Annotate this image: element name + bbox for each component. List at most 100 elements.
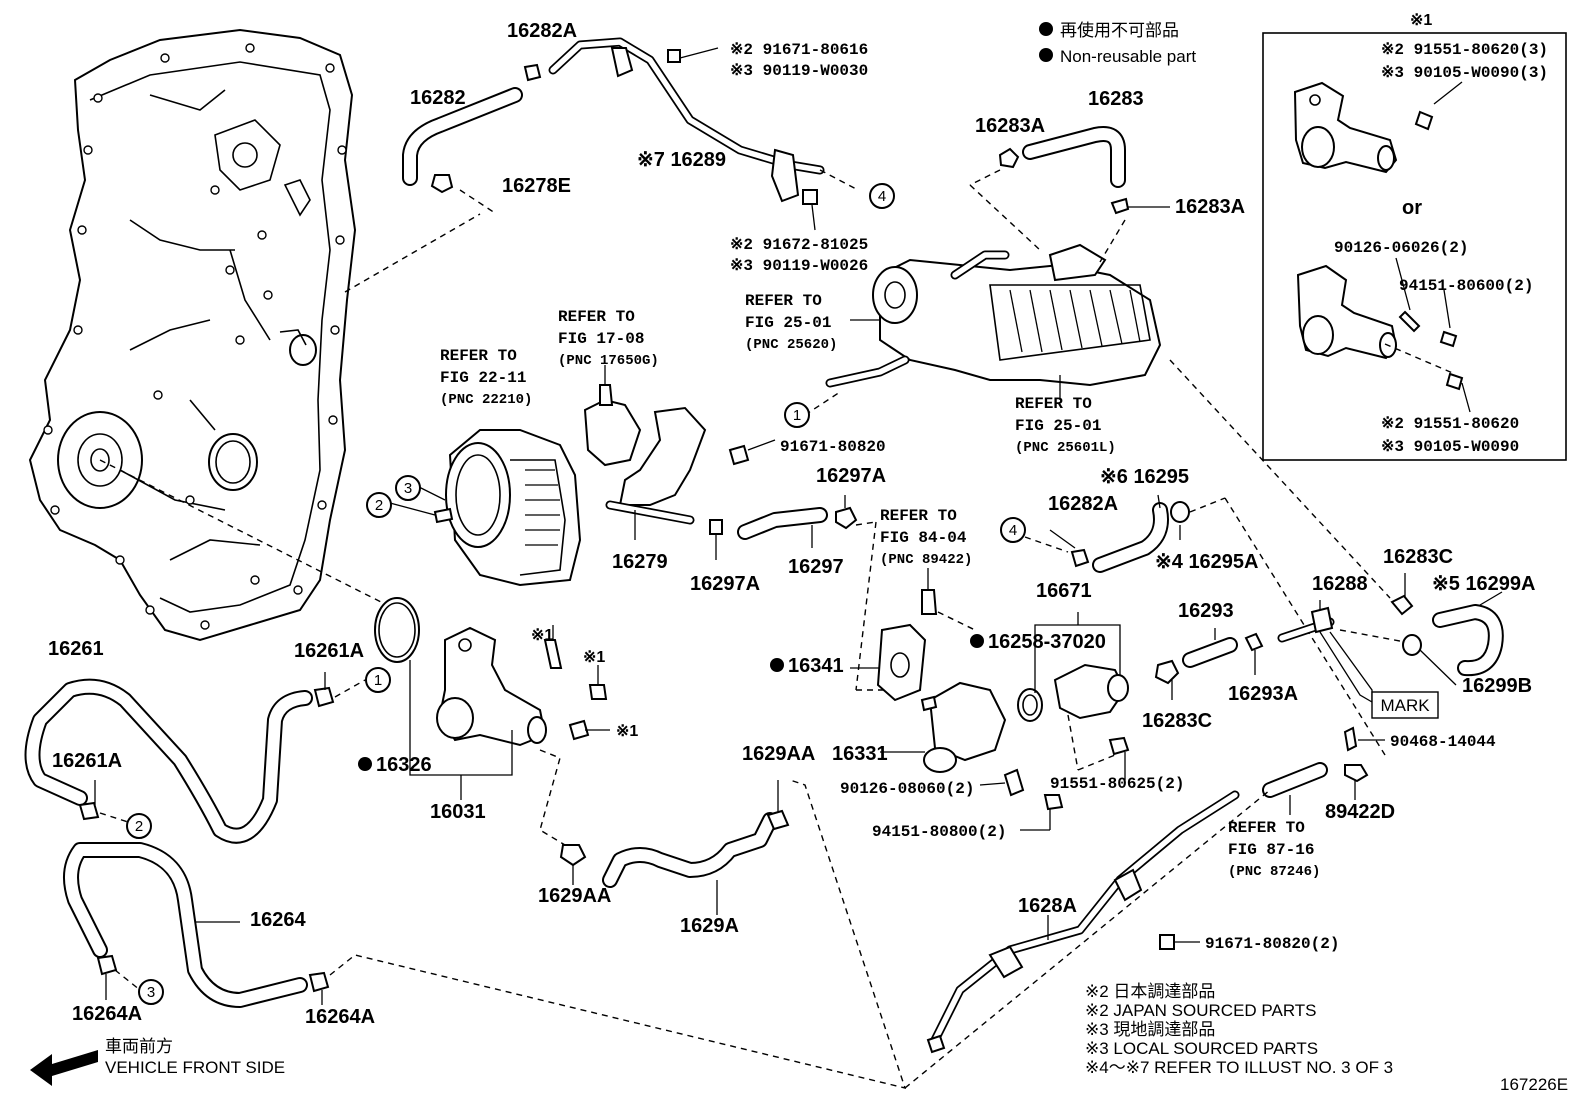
label-16282A: 16282A bbox=[1048, 493, 1118, 515]
label-16278E: 16278E bbox=[502, 175, 571, 197]
ref-87-16-l2: FIG 87-16 bbox=[1228, 841, 1314, 859]
egr-assembly bbox=[825, 243, 1162, 388]
label-16279: 16279 bbox=[612, 551, 668, 573]
clip-16282A bbox=[523, 63, 542, 82]
note-line: ※3 LOCAL SOURCED PARTS bbox=[1085, 1039, 1318, 1058]
inset-mid-bolt: 90126-06026(2) bbox=[1334, 239, 1468, 257]
o-ring-16258 bbox=[1017, 688, 1043, 722]
label-bolt-mid2: ※3 90119-W0026 bbox=[730, 257, 868, 275]
clip-90468-14044 bbox=[1343, 726, 1358, 752]
label-16261A: 16261A bbox=[294, 640, 364, 662]
clip-89422D bbox=[1344, 764, 1369, 783]
hose-16264 bbox=[63, 842, 308, 1008]
inset-bot-line1: ※2 91551-80620 bbox=[1381, 415, 1519, 433]
label-16295: ※6 16295 bbox=[1100, 466, 1189, 488]
circled-markers: 1 1 2 2 3 3 4 4 bbox=[126, 183, 1026, 1005]
inset-or: or bbox=[1402, 197, 1422, 219]
pipe-16288 bbox=[1277, 606, 1335, 643]
vacuum-sensor-17650G bbox=[583, 365, 642, 467]
figure-id: 167226E bbox=[1500, 1075, 1568, 1094]
label-16297A: 16297A bbox=[690, 573, 760, 595]
reference-labels: REFER TO FIG 17-08 (PNC 17650G) REFER TO… bbox=[440, 292, 1320, 880]
label-90468-14044: 90468-14044 bbox=[1390, 733, 1496, 751]
ref-25-01b-l2: FIG 25-01 bbox=[1015, 417, 1101, 435]
label-bolt-top1: ※2 91671-80616 bbox=[730, 41, 868, 59]
clamp-16295A bbox=[1170, 501, 1190, 523]
direction-jp: 車両前方 bbox=[105, 1037, 173, 1056]
hose-1629A bbox=[602, 812, 778, 888]
clip-16283A bbox=[998, 147, 1020, 169]
bolt-90126-08060 bbox=[1003, 768, 1025, 797]
clip-16264A bbox=[308, 971, 330, 993]
pipe-1628A bbox=[926, 790, 1240, 1054]
circle-3: 3 bbox=[147, 984, 155, 1001]
label-16326: 16326 bbox=[376, 754, 432, 776]
label-16264A: 16264A bbox=[305, 1006, 375, 1028]
clip-16261A bbox=[313, 686, 335, 708]
circle-2: 2 bbox=[135, 818, 143, 835]
label-1629AA: 1629AA bbox=[538, 885, 611, 907]
bolt-star1 bbox=[543, 639, 563, 669]
label-16288: 16288 bbox=[1312, 573, 1368, 595]
clamp-16299B bbox=[1402, 634, 1422, 656]
label-bolt-mid1: ※2 91672-81025 bbox=[730, 236, 868, 254]
clip-16264A bbox=[96, 954, 118, 976]
leader bbox=[99, 459, 384, 604]
thermostat-housing-16031 bbox=[436, 626, 547, 747]
throttle-body bbox=[433, 429, 582, 587]
label-16295A: ※4 16295A bbox=[1155, 551, 1259, 573]
water-outlet-16331 bbox=[920, 681, 1007, 773]
label-16264: 16264 bbox=[250, 909, 306, 931]
label-16282: 16282 bbox=[410, 87, 466, 109]
label-16031: 16031 bbox=[430, 801, 486, 823]
label-16282A: 16282A bbox=[507, 20, 577, 42]
non-reusable-dot-icon bbox=[358, 757, 372, 771]
footer-notes: ※2 日本調達部品 ※2 JAPAN SOURCED PARTS ※3 現地調達… bbox=[1085, 982, 1393, 1077]
bolt-star1 bbox=[568, 719, 590, 741]
bolt-91671-80616 bbox=[667, 49, 681, 63]
clip-16261A bbox=[78, 801, 100, 821]
label-16671: 16671 bbox=[1036, 580, 1092, 602]
bracket-16279 bbox=[605, 406, 707, 525]
clip-1629AA bbox=[766, 809, 790, 831]
circle-2: 2 bbox=[375, 497, 383, 514]
non-reusable-dot-icon bbox=[970, 634, 984, 648]
label-16331: 16331 bbox=[832, 743, 888, 765]
label-1628A: 1628A bbox=[1018, 895, 1077, 917]
inset-top-line1: ※2 91551-80620(3) bbox=[1381, 41, 1548, 59]
clip-16297A bbox=[835, 506, 858, 530]
label-16283A: 16283A bbox=[1175, 196, 1245, 218]
vehicle-front-indicator: 車両前方 VEHICLE FRONT SIDE bbox=[30, 1037, 285, 1086]
label-91671-80820-2: 91671-80820(2) bbox=[1205, 935, 1339, 953]
gasket-16326 bbox=[374, 597, 420, 663]
hose-16299A bbox=[1432, 604, 1504, 677]
ref-84-04-l3: (PNC 89422) bbox=[880, 552, 972, 568]
note-line: ※2 日本調達部品 bbox=[1085, 982, 1215, 1001]
nut-star1 bbox=[588, 684, 608, 700]
label-mark: MARK bbox=[1380, 696, 1430, 715]
bolt-91551-80625 bbox=[1108, 736, 1130, 756]
pipe-16289 bbox=[548, 37, 825, 203]
label-94151-80800: 94151-80800(2) bbox=[872, 823, 1006, 841]
circle-3: 3 bbox=[404, 480, 412, 497]
circle-4: 4 bbox=[1009, 522, 1017, 539]
ref-17-08-l1: REFER TO bbox=[558, 308, 635, 326]
clip-16293A bbox=[1244, 632, 1264, 652]
front-arrow-icon bbox=[30, 1050, 98, 1086]
label-1629AA: 1629AA bbox=[742, 743, 815, 765]
label-16283: 16283 bbox=[1088, 88, 1144, 110]
label-16283C: 16283C bbox=[1142, 710, 1212, 732]
callout-labels: 16282A 16282 16278E ※2 91671-80616 ※3 90… bbox=[48, 20, 1536, 1028]
bolt-91671-80820 bbox=[728, 444, 750, 466]
timing-chain-cover bbox=[28, 28, 357, 642]
label-1629A: 1629A bbox=[680, 915, 739, 937]
inset-bot-line2: ※3 90105-W0090 bbox=[1381, 438, 1519, 456]
note-line: ※3 現地調達部品 bbox=[1085, 1020, 1215, 1039]
label-16261: 16261 bbox=[48, 638, 104, 660]
legend: 再使用不可部品 Non-reusable part bbox=[1039, 20, 1196, 66]
ref-17-08-l3: (PNC 17650G) bbox=[558, 353, 659, 369]
clip-16283C bbox=[1390, 594, 1414, 616]
inset-title: ※1 bbox=[1410, 12, 1432, 29]
legend-en: Non-reusable part bbox=[1060, 47, 1196, 66]
